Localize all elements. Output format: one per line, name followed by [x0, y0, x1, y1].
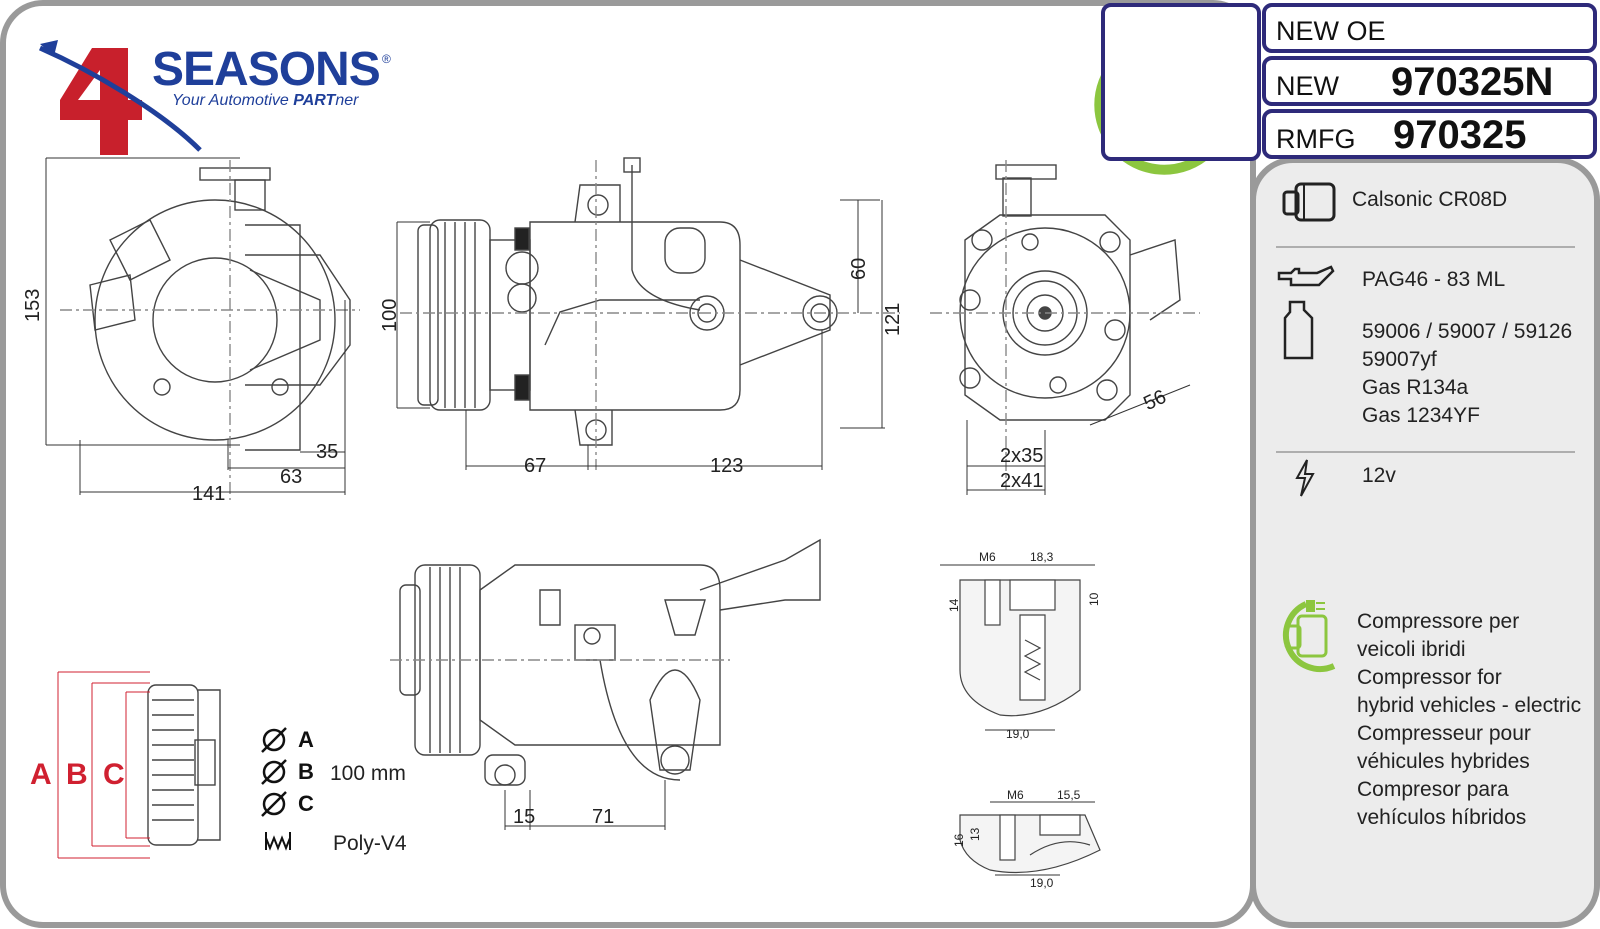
header-row-new: NEW 970325N	[1262, 56, 1597, 106]
port1-14: 14	[947, 598, 961, 612]
diameter-b-label: B	[298, 759, 314, 784]
compressor-model: Calsonic CR08D	[1352, 188, 1508, 211]
dim-63: 63	[280, 466, 303, 488]
rmfg-part-number: 970325	[1393, 113, 1527, 157]
refrigerant-line-4: Gas 1234YF	[1362, 404, 1480, 427]
hybrid-line-3: Compressor for	[1357, 666, 1502, 689]
right-panel	[1250, 157, 1600, 928]
right-dimension-lines	[966, 384, 1191, 495]
diameter-a-label: A	[298, 727, 314, 752]
compressor-side-view	[60, 160, 360, 500]
hybrid-compressor-icon	[1282, 600, 1336, 673]
compressor-icon	[1282, 182, 1336, 222]
dim-15: 15	[513, 806, 536, 828]
brand-name: SEASONS	[152, 43, 381, 96]
diameter-symbols	[261, 727, 291, 851]
center-dimension-lines	[396, 199, 885, 470]
brand-registered: ®	[382, 52, 391, 66]
header-row-new-oe: NEW OE	[1262, 3, 1597, 53]
oil-can-icon	[1277, 265, 1335, 287]
brand-tagline: Your Automotive PARTner	[172, 92, 358, 110]
brand-digit: 4	[62, 20, 63, 21]
pulley-label-b: B	[66, 758, 88, 791]
dim-141: 141	[192, 483, 226, 505]
new-label: NEW	[1276, 71, 1339, 101]
compressor-rear-view	[930, 160, 1200, 490]
hybrid-line-7: Compresor para	[1357, 778, 1509, 801]
belt-type: Poly-V4	[333, 832, 407, 855]
header-row-rmfg: RMFG 970325	[1262, 109, 1597, 159]
refrigerant-line-3: Gas R134a	[1362, 376, 1469, 399]
hybrid-line-1: Compressore per	[1357, 610, 1520, 633]
port-detail-upper	[940, 564, 1095, 731]
oil-bottle-icon	[1283, 300, 1314, 360]
tagline-part3: ner	[335, 92, 359, 109]
port1-19: 19,0	[1006, 727, 1030, 741]
hybrid-line-5: Compresseur pour	[1357, 722, 1531, 745]
hybrid-line-6: véhicules hybrides	[1357, 750, 1530, 773]
new-oe-label: NEW OE	[1276, 16, 1386, 46]
port1-m6: M6	[979, 550, 996, 564]
dim-60: 60	[848, 257, 870, 280]
brand-logo	[38, 40, 202, 155]
port2-m6: M6	[1007, 788, 1024, 802]
dim-67: 67	[524, 455, 547, 477]
dim-71: 71	[592, 806, 615, 828]
port2-15-5: 15,5	[1057, 788, 1081, 802]
bottom-dimension-lines	[504, 780, 666, 830]
oil-spec: PAG46 - 83 ML	[1362, 268, 1506, 291]
diameter-c-label: C	[298, 791, 314, 816]
port1-18-3: 18,3	[1030, 550, 1054, 564]
port1-10: 10	[1087, 592, 1101, 606]
dim-2x35: 2x35	[1000, 445, 1044, 467]
hybrid-line-4: hybrid vehicles - electric	[1357, 694, 1582, 717]
refrigerant-line-1: 59006 / 59007 / 59126	[1362, 320, 1573, 343]
hybrid-badge-box	[1101, 3, 1261, 161]
port2-19: 19,0	[1030, 876, 1054, 890]
dim-100: 100	[379, 298, 401, 332]
dim-121: 121	[882, 302, 904, 336]
compressor-top-view	[390, 538, 821, 786]
pulley-detail	[57, 671, 221, 859]
hybrid-line-8: vehículos híbridos	[1357, 806, 1527, 829]
new-part-number: 970325N	[1391, 60, 1554, 104]
pulley-diameter-value: 100 mm	[330, 762, 406, 785]
port-detail-lower	[959, 801, 1101, 876]
dim-153: 153	[22, 288, 44, 322]
dim-2x41: 2x41	[1000, 470, 1044, 492]
voltage-spec: 12v	[1362, 464, 1396, 487]
compressor-front-view	[400, 157, 900, 470]
port2-13: 13	[968, 827, 982, 841]
tagline-part2: PART	[293, 92, 336, 109]
pulley-label-a: A	[30, 758, 52, 791]
left-dimension-lines	[45, 157, 346, 495]
port2-16: 16	[952, 833, 966, 847]
lightning-icon	[1295, 459, 1315, 497]
pulley-label-c: C	[103, 758, 125, 791]
rmfg-label: RMFG	[1276, 124, 1356, 154]
dim-35: 35	[316, 441, 339, 463]
dim-123: 123	[710, 455, 744, 477]
refrigerant-line-2: 59007yf	[1362, 348, 1437, 371]
hybrid-line-2: veicoli ibridi	[1357, 638, 1466, 661]
tagline-part1: Your Automotive	[172, 92, 294, 109]
